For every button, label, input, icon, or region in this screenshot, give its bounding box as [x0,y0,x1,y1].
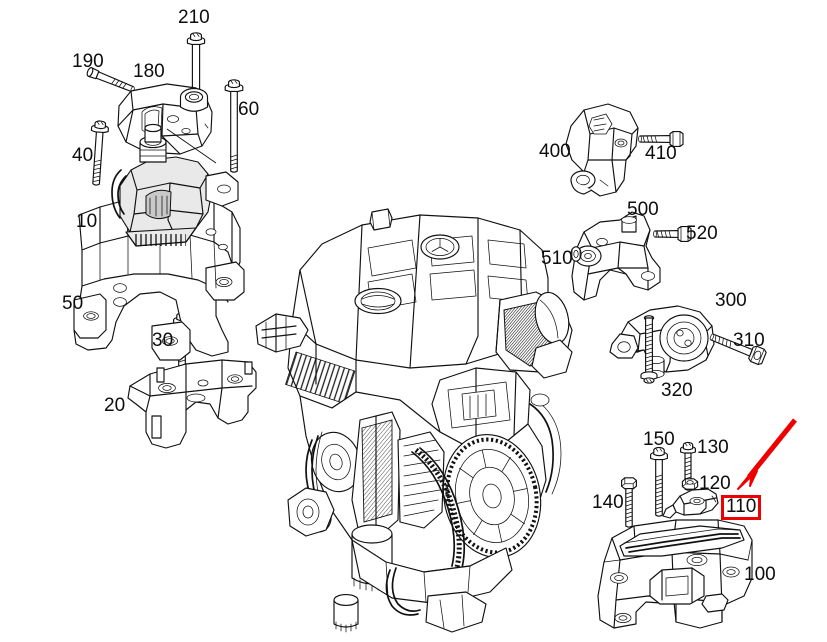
callout-180: 180 [133,61,165,82]
part-410-bolt [638,131,684,147]
part-120-nut [681,478,699,490]
engine-heat-exchanger [351,411,445,535]
part-190-stud [86,67,135,93]
part-320-bolt [640,315,658,384]
part-60-bolt [224,79,244,173]
part-500-strut-bracket [571,211,661,301]
callout-190: 190 [72,51,104,72]
part-520-bolt [653,226,692,242]
callout-100: 100 [744,564,776,585]
callout-210: 210 [178,7,210,28]
part-300-torque-strut-mount [609,305,715,378]
part-100-transmission-mount-assembly [597,519,753,629]
part-310-bolt [709,333,767,366]
callout-150: 150 [643,429,675,450]
callout-60: 60 [238,99,260,120]
part-10-support-bracket [73,195,245,361]
part-20-console-bracket [127,359,257,449]
part-140-bolt [621,477,637,528]
callout-310: 310 [733,330,765,351]
callout-30: 30 [152,330,174,351]
callout-300: 300 [715,290,747,311]
engine-assembly-illustration [255,208,573,633]
callout-40: 40 [72,145,94,166]
callout-510: 510 [541,248,573,269]
callout-140: 140 [592,492,624,513]
part-150-bolt [650,446,668,517]
callout-10: 10 [76,211,98,232]
callout-320: 320 [661,380,693,401]
part-400-carrier-bracket [565,103,639,197]
callout-400: 400 [539,141,571,162]
part-40-bolt [90,120,109,186]
callout-500: 500 [627,199,659,220]
engine-bellhousing [442,433,542,559]
callout-110-highlighted: 110 [721,495,762,520]
callout-520: 520 [686,223,718,244]
callout-20: 20 [104,395,126,416]
callout-130: 130 [697,437,729,458]
mercedes-star-emblem [420,234,460,260]
part-180-transmission-mount [117,83,217,164]
part-110-retaining-clamp [662,488,719,519]
callout-50: 50 [62,293,84,314]
part-510-bushing [570,246,582,262]
part-10-mounted-hardware [111,123,239,247]
callout-410: 410 [645,143,677,164]
callout-120: 120 [699,473,731,494]
